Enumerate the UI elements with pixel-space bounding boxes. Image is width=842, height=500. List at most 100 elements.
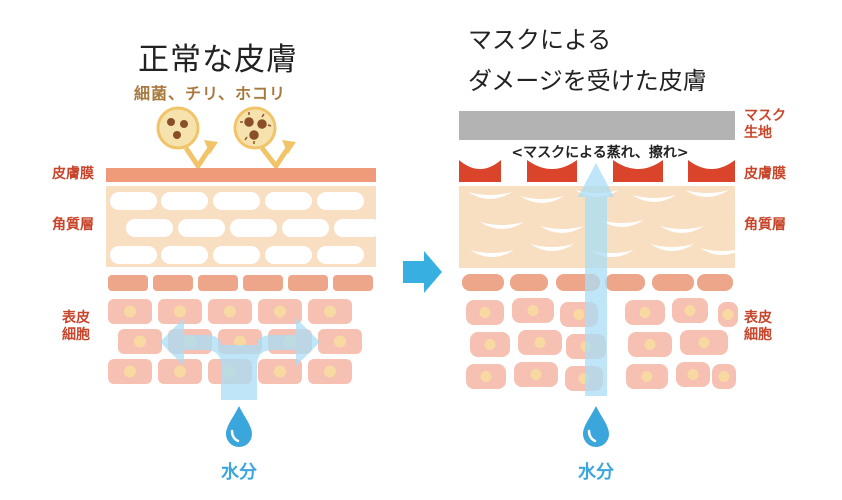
mask-label-line: 生地 bbox=[744, 125, 772, 141]
granular-cells-left bbox=[108, 275, 373, 291]
corneum-cell bbox=[334, 219, 381, 237]
corneum-cell-damaged bbox=[530, 244, 574, 251]
stratum-corneum-label-right: 角質層 bbox=[744, 217, 786, 233]
germ-circle-bacteria bbox=[156, 106, 200, 150]
cell-nucleus bbox=[644, 339, 656, 350]
corneum-cell bbox=[110, 192, 157, 210]
corneum-cell bbox=[317, 192, 364, 210]
mask-friction-edge bbox=[527, 160, 577, 182]
epidermal-label-line: 表皮 bbox=[62, 310, 90, 326]
damaged-skin-title-line2: ダメージを受けた皮膚 bbox=[468, 67, 707, 95]
granular-cell bbox=[510, 274, 548, 291]
corneum-cell-damaged bbox=[685, 190, 729, 197]
corneum-cell bbox=[126, 219, 173, 237]
normal-skin-title: 正常な皮膚 bbox=[138, 42, 298, 78]
granular-cell bbox=[605, 274, 645, 291]
cell-nucleus bbox=[687, 369, 699, 380]
corneum-cell bbox=[213, 192, 260, 210]
cell-nucleus bbox=[124, 365, 136, 378]
cell-nucleus bbox=[124, 305, 136, 318]
sebum-membrane-left bbox=[106, 168, 376, 182]
cell-nucleus bbox=[234, 335, 246, 348]
granular-cell bbox=[108, 275, 148, 291]
cell-nucleus bbox=[274, 305, 286, 318]
mask-fabric-label: マスク 生地 bbox=[744, 108, 786, 142]
epidermal-cells-right bbox=[466, 298, 738, 391]
mask-label-line: マスク bbox=[744, 108, 786, 124]
deflect-arrowhead bbox=[282, 140, 296, 154]
cell-nucleus bbox=[174, 305, 186, 318]
deflect-arrowhead bbox=[204, 140, 218, 154]
mask-friction-edge bbox=[613, 160, 663, 182]
water-escape-arrow bbox=[578, 163, 614, 396]
corneum-cell bbox=[317, 246, 364, 264]
epidermal-cells-label-left: 表皮 細胞 bbox=[62, 310, 90, 344]
bacteria-dot bbox=[180, 120, 188, 128]
epidermal-label-line: 細胞 bbox=[744, 327, 772, 343]
corneum-cell-damaged bbox=[660, 226, 704, 233]
corneum-cell bbox=[161, 192, 208, 210]
corneum-cell bbox=[178, 219, 225, 237]
epidermal-label-line: 細胞 bbox=[62, 327, 90, 343]
corneum-cell-damaged bbox=[480, 222, 524, 229]
granular-cell bbox=[462, 274, 504, 291]
granular-cell bbox=[288, 275, 328, 291]
bacteria-dot bbox=[173, 131, 181, 139]
damage-caption: <マスクによる蒸れ、擦れ> bbox=[511, 145, 689, 161]
cell-nucleus bbox=[324, 305, 336, 318]
cell-nucleus bbox=[641, 371, 653, 382]
corneum-cell bbox=[213, 246, 260, 264]
deflect-arrow bbox=[260, 146, 291, 171]
cell-nucleus bbox=[174, 365, 186, 378]
cell-nucleus bbox=[718, 371, 730, 382]
cell-nucleus bbox=[530, 369, 542, 380]
corneum-cell-damaged bbox=[650, 244, 694, 251]
virus-icon bbox=[240, 112, 272, 144]
corneum-cell bbox=[110, 246, 157, 264]
granular-cell bbox=[697, 274, 733, 291]
bacteria-dot bbox=[167, 118, 175, 126]
corneum-cell-damaged bbox=[540, 226, 584, 233]
transition-arrow-icon bbox=[403, 251, 442, 293]
stratum-corneum-label-left: 角質層 bbox=[52, 217, 94, 233]
corneum-cell bbox=[265, 246, 312, 264]
cell-nucleus bbox=[134, 335, 146, 348]
mask-fabric bbox=[459, 111, 735, 140]
epidermal-cells-label-right: 表皮 細胞 bbox=[744, 310, 772, 344]
cell-nucleus bbox=[224, 305, 236, 318]
corneum-cells-left bbox=[110, 192, 381, 264]
sebum-membrane-label-right: 皮膚膜 bbox=[744, 166, 786, 182]
granular-cell bbox=[153, 275, 193, 291]
water-label-left: 水分 bbox=[221, 462, 257, 483]
cell-nucleus bbox=[534, 337, 546, 348]
cell-nucleus bbox=[698, 337, 710, 348]
mask-friction-edges bbox=[459, 160, 735, 182]
cell-nucleus bbox=[479, 307, 491, 318]
cell-nucleus bbox=[527, 305, 539, 316]
damaged-skin-title-line1: マスクによる bbox=[468, 26, 612, 54]
germs-caption: 細菌、チリ、ホコリ bbox=[134, 84, 287, 103]
corneum-cell-damaged bbox=[700, 248, 744, 255]
corneum-cell-damaged bbox=[468, 192, 512, 199]
corneum-cell bbox=[230, 219, 277, 237]
granular-cell bbox=[198, 275, 238, 291]
cell-nucleus bbox=[324, 365, 336, 378]
granular-cell bbox=[243, 275, 283, 291]
corneum-cell bbox=[265, 192, 312, 210]
sebum-membrane-label-left: 皮膚膜 bbox=[52, 166, 94, 182]
mask-friction-edge bbox=[459, 160, 501, 182]
water-spread-arrow bbox=[160, 318, 320, 400]
corneum-cell bbox=[161, 246, 208, 264]
germs-group bbox=[156, 106, 296, 171]
epidermal-label-line: 表皮 bbox=[744, 310, 772, 326]
cell-nucleus bbox=[573, 309, 585, 320]
cell-nucleus bbox=[684, 305, 696, 316]
germ-circle-virus bbox=[233, 106, 277, 150]
corneum-cell-damaged bbox=[520, 196, 564, 203]
mask-friction-edge bbox=[688, 160, 735, 182]
cell-nucleus bbox=[484, 339, 496, 350]
cell-nucleus bbox=[334, 335, 346, 348]
granular-cell bbox=[333, 275, 373, 291]
